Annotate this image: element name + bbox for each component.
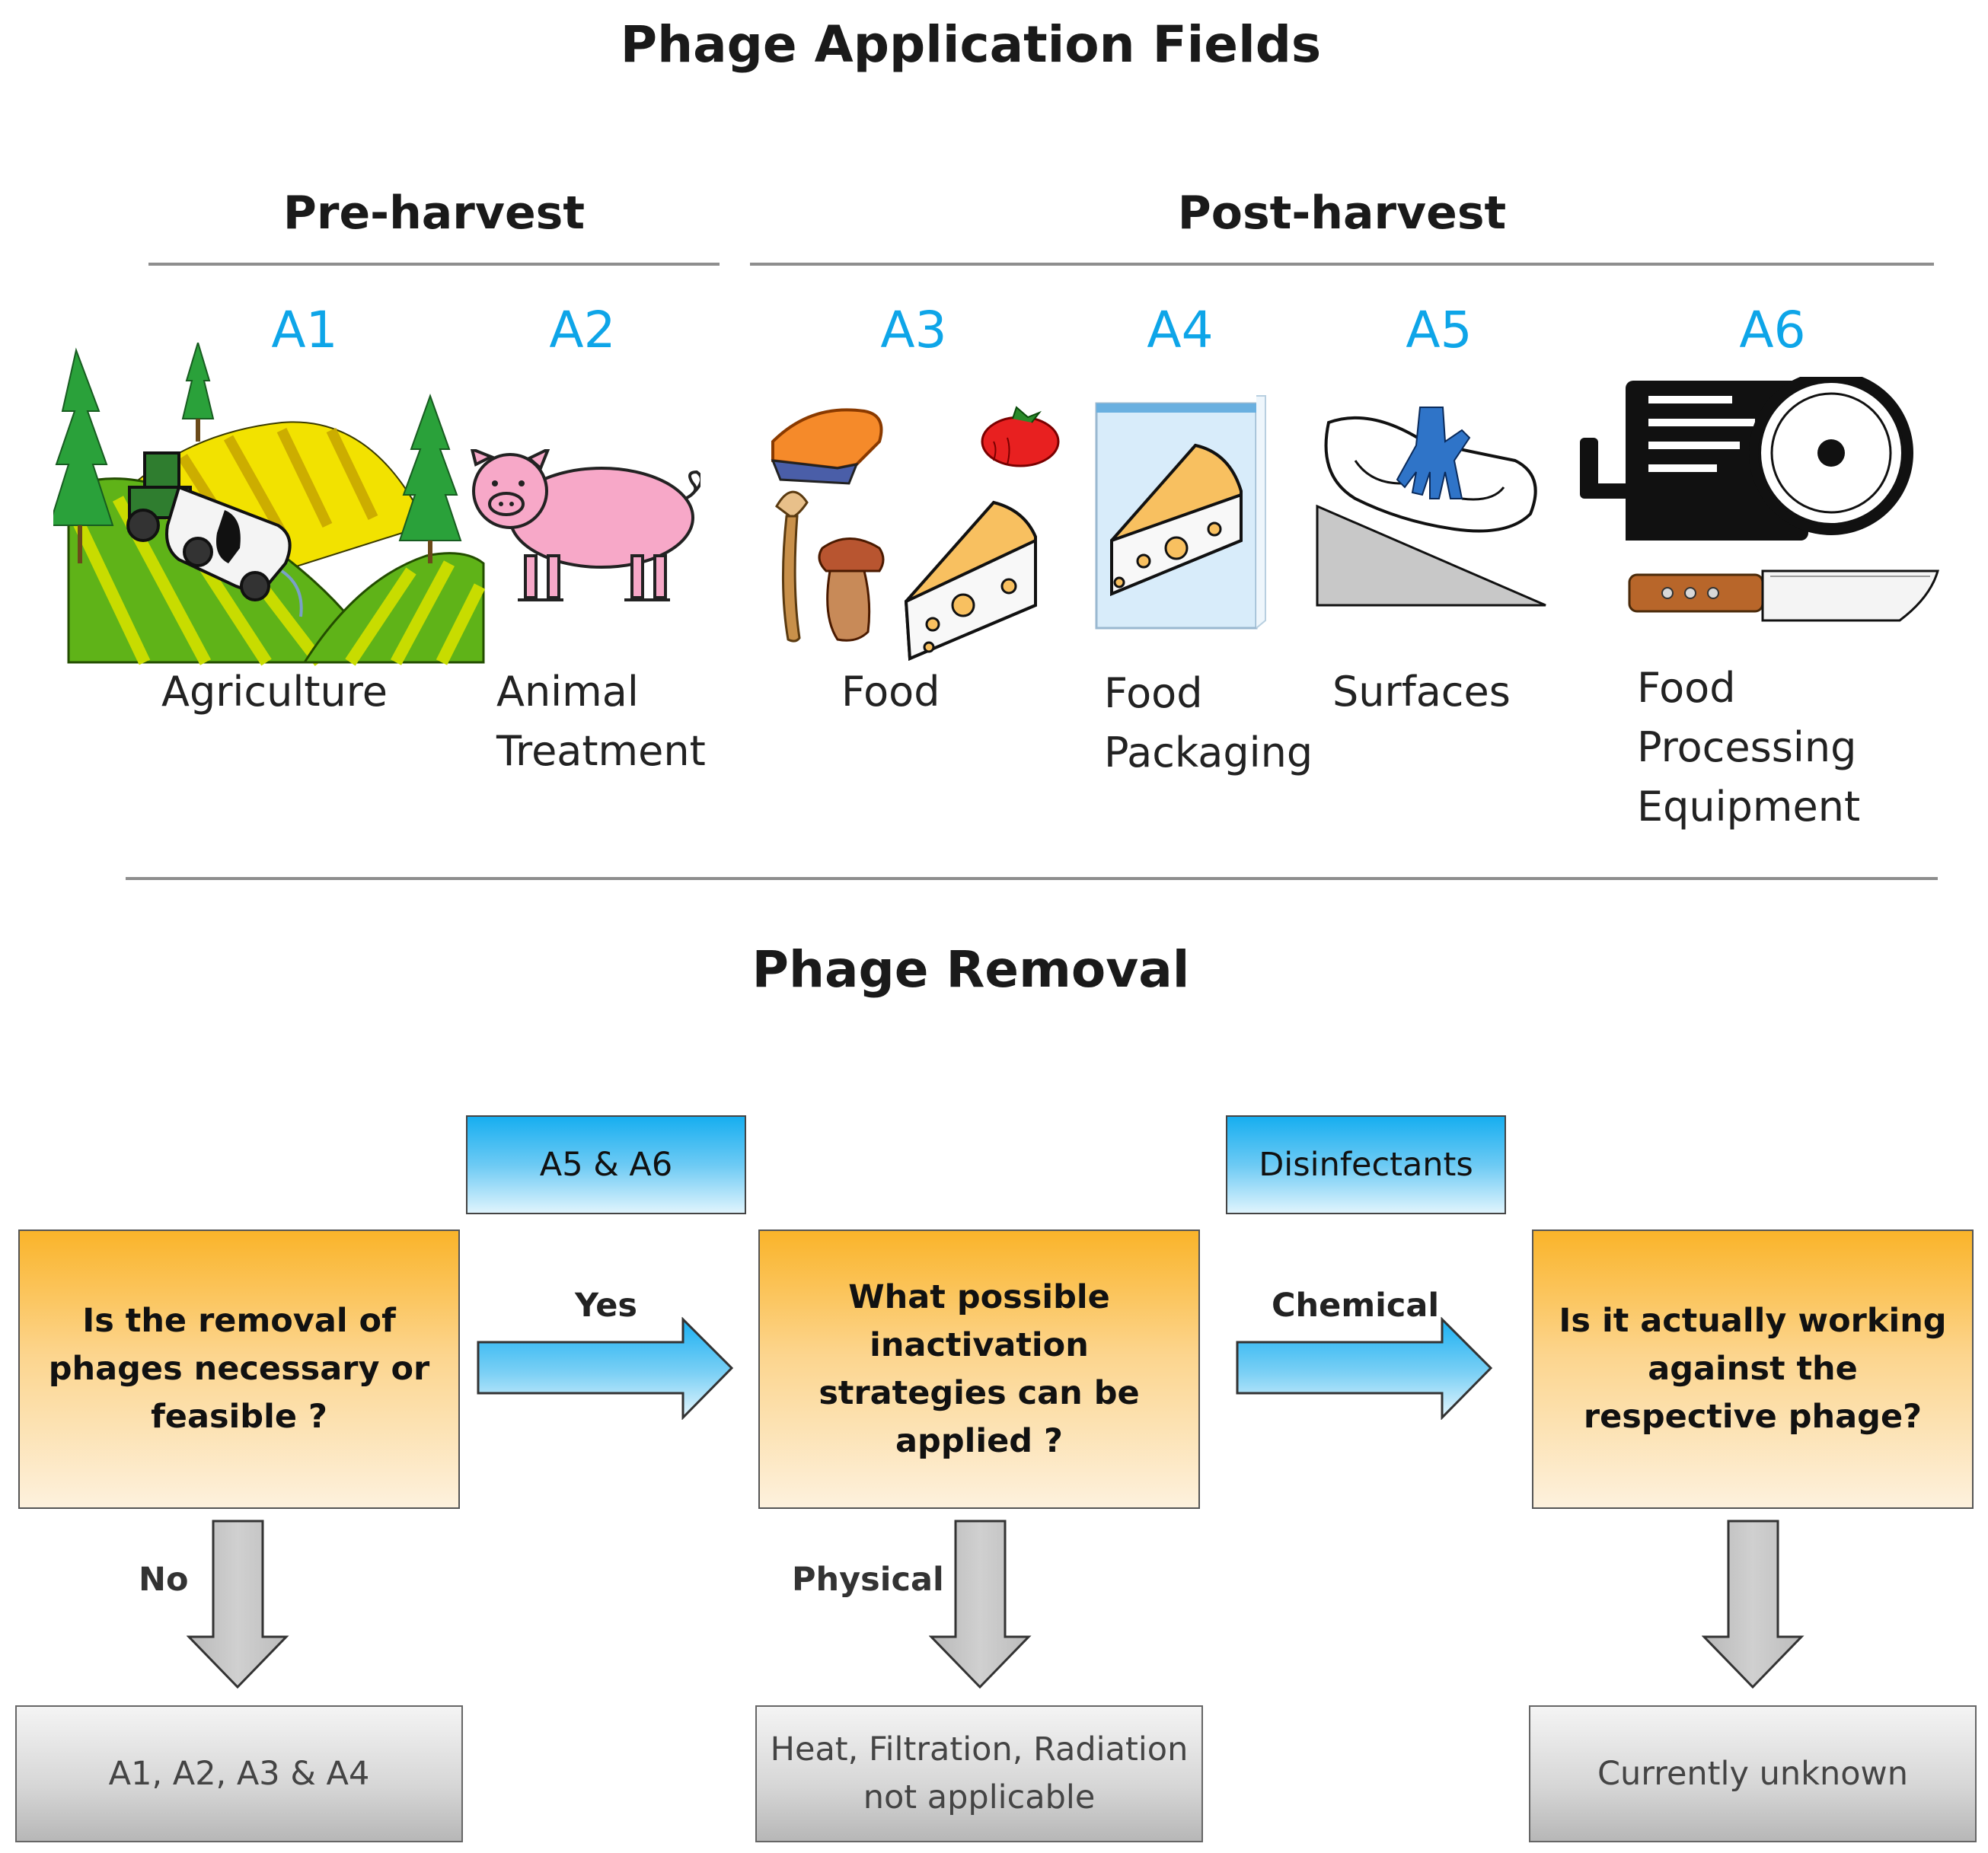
slicer-knife-icon (1580, 377, 1939, 622)
field-label-a2-line1: Animal (496, 668, 639, 716)
question-inactivation-strategies-text: What possible inactivation strategies ca… (818, 1277, 1140, 1460)
removal-title: Phage Removal (751, 940, 1190, 999)
question-removal-necessary-text: Is the removal of phages necessary or fe… (48, 1302, 430, 1436)
gloved-hand-wiping-icon (1316, 407, 1546, 607)
field-label-a5: Surfaces (1332, 662, 1511, 722)
section-divider (126, 877, 1938, 880)
field-label-a4-line2: Packaging (1104, 729, 1313, 777)
pig-icon (470, 449, 700, 601)
arrow-right-yes-icon (477, 1317, 734, 1420)
pre-harvest-rule (148, 263, 720, 266)
field-label-a4-line1: Food (1104, 669, 1203, 717)
field-code-a1: A1 (271, 301, 338, 359)
field-label-a3-line1: Food (841, 668, 940, 716)
result-no-removal-text: A1, A2, A3 & A4 (108, 1754, 370, 1793)
arrow-label-chemical: Chemical (1272, 1287, 1440, 1325)
field-code-a3: A3 (880, 301, 947, 359)
arrow-label-physical: Physical (792, 1561, 944, 1599)
result-physical: Heat, Filtration, Radiation not applicab… (755, 1705, 1203, 1842)
field-label-a6-line3: Equipment (1637, 783, 1861, 831)
field-label-a2-line2: Treatment (496, 727, 706, 775)
field-code-a6: A6 (1739, 301, 1806, 359)
arrow-down-physical-icon (929, 1520, 1032, 1689)
post-harvest-heading: Post-harvest (1177, 187, 1507, 240)
tag-disinfectants: Disinfectants (1226, 1115, 1506, 1214)
food-items-icon (771, 406, 1060, 661)
question-actually-working-text: Is it actually working against the respe… (1559, 1302, 1947, 1436)
question-inactivation-strategies: What possible inactivation strategies ca… (758, 1229, 1200, 1509)
field-label-a2: Animal Treatment (496, 662, 706, 781)
result-no-removal: A1, A2, A3 & A4 (15, 1705, 463, 1842)
arrow-label-no: No (139, 1561, 189, 1599)
arrow-right-chemical-icon (1236, 1317, 1493, 1420)
field-label-a6-line1: Food (1637, 664, 1736, 712)
arrow-label-yes: Yes (575, 1287, 637, 1325)
question-actually-working: Is it actually working against the respe… (1532, 1229, 1974, 1509)
pre-harvest-heading: Pre-harvest (282, 187, 586, 240)
field-label-a5-line1: Surfaces (1332, 668, 1511, 716)
question-removal-necessary: Is the removal of phages necessary or fe… (18, 1229, 460, 1509)
field-label-a1: Agriculture (161, 662, 388, 722)
packaged-cheese-icon (1095, 395, 1266, 630)
field-code-a4: A4 (1147, 301, 1214, 359)
result-physical-text: Heat, Filtration, Radiation not applicab… (770, 1730, 1189, 1816)
tag-a5-a6: A5 & A6 (466, 1115, 746, 1214)
arrow-down-no-icon (187, 1520, 289, 1689)
field-code-a5: A5 (1406, 301, 1473, 359)
result-currently-unknown-text: Currently unknown (1597, 1754, 1908, 1793)
post-harvest-rule (750, 263, 1934, 266)
field-label-a6-line2: Processing (1637, 723, 1857, 771)
main-title: Phage Application Fields (620, 15, 1322, 74)
field-label-a6: Food Processing Equipment (1637, 659, 1860, 837)
arrow-down-result-icon (1702, 1520, 1805, 1689)
field-label-a4: Food Packaging (1104, 664, 1313, 783)
field-code-a2: A2 (549, 301, 616, 359)
result-currently-unknown: Currently unknown (1529, 1705, 1977, 1842)
field-label-a3: Food (841, 662, 940, 722)
field-label-a1-line1: Agriculture (161, 668, 388, 716)
farm-hills-tractor-icon (53, 343, 486, 666)
